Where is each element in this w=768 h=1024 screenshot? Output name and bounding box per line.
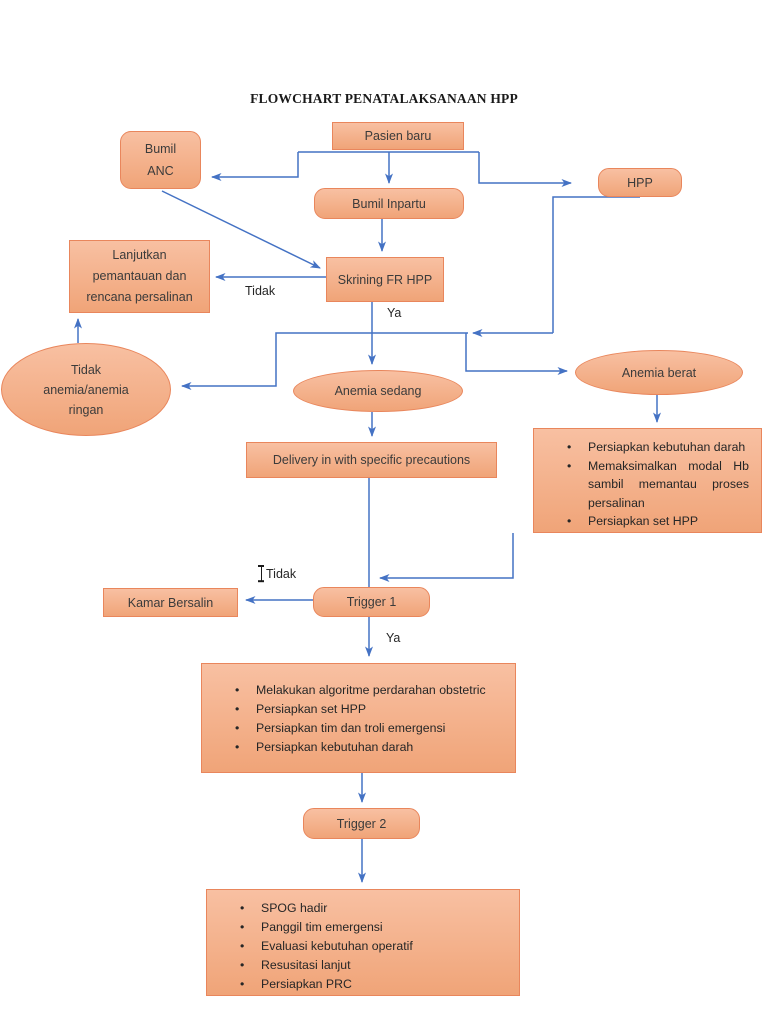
node-persiapan-anemia-berat: Persiapkan kebutuhan darah Memaksimalkan… [533,428,762,533]
list-item: Persiapkan PRC [207,975,519,994]
node-bumil-inpartu: Bumil Inpartu [314,188,464,219]
node-pasien-baru-label: Pasien baru [364,129,432,143]
node-anemia-sedang: Anemia sedang [293,370,463,412]
page-title: FLOWCHART PENATALAKSANAAN HPP [250,91,518,106]
node-delivery-precautions: Delivery in with specific precautions [246,442,497,478]
list-item: Melakukan algoritme perdarahan obstetric [202,681,515,700]
persiapan-anemia-berat-list: Persiapkan kebutuhan darah Memaksimalkan… [534,438,761,531]
edge-label-trigger1-tidak-group: Tidak [258,565,296,582]
node-trigger-2: Trigger 2 [303,808,420,839]
node-lanjutkan-line3: rencana persalinan [86,290,193,304]
node-bumil-anc-line1: Bumil [144,142,177,156]
node-tidak-anemia-line1: Tidak [70,362,102,377]
node-kamar-bersalin: Kamar Bersalin [103,588,238,617]
node-anemia-sedang-label: Anemia sedang [334,384,422,398]
list-item: Memaksimalkan modal Hb sambil memantau p… [534,457,761,513]
node-lanjutkan-pemantauan: Lanjutkan pemantauan dan rencana persali… [69,240,210,313]
list-item: Persiapkan set HPP [202,700,515,719]
node-hpp-label: HPP [627,175,653,190]
list-item: Persiapkan kebutuhan darah [534,438,761,457]
node-kamar-bersalin-label: Kamar Bersalin [127,595,214,610]
node-anemia-berat: Anemia berat [575,350,743,395]
node-bumil-anc: Bumil ANC [120,131,201,189]
list-item: SPOG hadir [207,899,519,918]
node-bumil-anc-line2: ANC [147,164,174,178]
list-item: Resusitasi lanjut [207,956,519,975]
node-trigger-1: Trigger 1 [313,587,430,617]
node-trigger-1-label: Trigger 1 [346,595,397,609]
node-anemia-berat-label: Anemia berat [621,365,697,380]
list-item: Evaluasi kebutuhan operatif [207,937,519,956]
list-item: Persiapkan tim dan troli emergensi [202,719,515,738]
list-item: Panggil tim emergensi [207,918,519,937]
edge-label-trigger1-tidak: Tidak [266,566,297,581]
edge-label-skrining-tidak: Tidak [245,284,276,298]
text-cursor-icon [258,565,265,582]
node-bumil-inpartu-label: Bumil Inpartu [352,196,426,211]
edge-label-trigger1-ya: Ya [386,631,401,645]
node-skrining-fr-hpp: Skrining FR HPP [326,257,444,302]
node-pasien-baru: Pasien baru [332,122,464,150]
list-item: Persiapkan set HPP [534,512,761,531]
tindakan-trigger-2-list: SPOG hadir Panggil tim emergensi Evaluas… [207,899,519,994]
node-delivery-label: Delivery in with specific precautions [272,453,471,467]
node-hpp: HPP [598,168,682,197]
node-lanjutkan-line2: pemantauan dan [92,269,187,283]
node-skrining-label: Skrining FR HPP [337,272,433,287]
node-tindakan-trigger-1: Melakukan algoritme perdarahan obstetric… [201,663,516,773]
tindakan-trigger-1-list: Melakukan algoritme perdarahan obstetric… [202,681,515,757]
node-trigger-2-label: Trigger 2 [336,816,387,831]
node-tindakan-trigger-2: SPOG hadir Panggil tim emergensi Evaluas… [206,889,520,996]
node-tidak-anemia-line2: anemia/anemia [43,382,129,397]
list-item: Persiapkan kebutuhan darah [202,738,515,757]
edge-label-skrining-ya: Ya [387,306,402,320]
node-tidak-anemia-line3: ringan [68,402,104,417]
node-lanjutkan-line1: Lanjutkan [112,248,167,262]
node-tidak-anemia-ringan: Tidak anemia/anemia ringan [1,343,171,436]
